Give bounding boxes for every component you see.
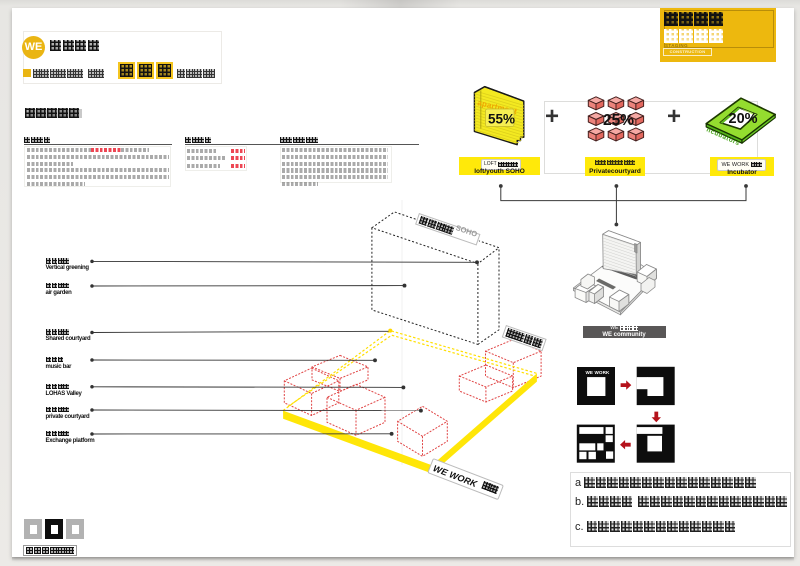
svg-text:WE WORK: WE WORK: [586, 370, 611, 375]
svg-text:25%: 25%: [603, 112, 634, 129]
svg-text:+: +: [667, 103, 681, 130]
svg-text:55%: 55%: [488, 112, 515, 127]
svg-text:20%: 20%: [729, 111, 758, 127]
svg-text:+: +: [545, 103, 559, 130]
